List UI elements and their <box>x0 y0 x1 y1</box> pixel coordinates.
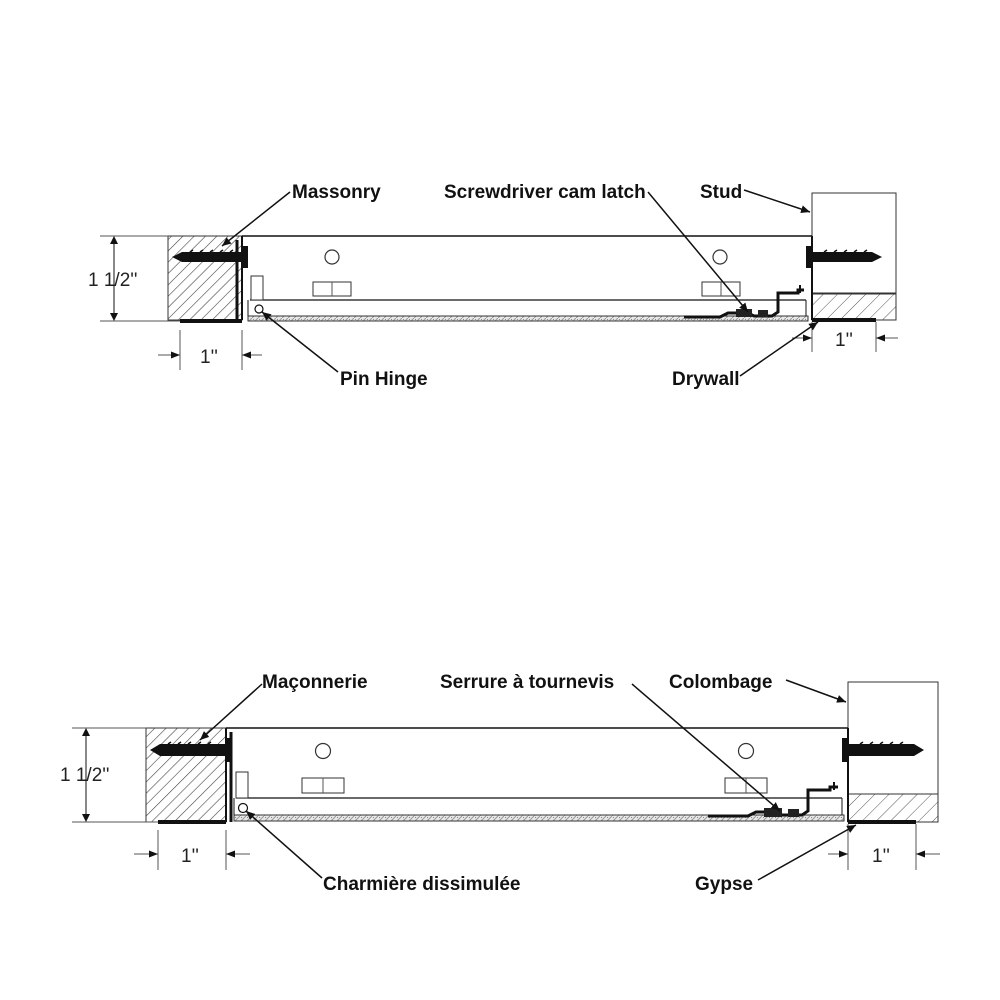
cam-latch-mechanism <box>684 285 804 319</box>
right-width-label: 1'' <box>872 846 890 867</box>
hinge-callout: Charmière dissimulée <box>245 810 520 895</box>
hinge-callout: Pin Hinge <box>261 311 428 390</box>
stud-block <box>811 192 897 294</box>
drywall-block <box>811 293 897 321</box>
right-width-dimension: 1'' <box>792 322 898 352</box>
stud-block <box>847 681 939 795</box>
height-label: 1 1/2'' <box>60 765 110 786</box>
stud-screw <box>842 738 924 762</box>
masonry-block <box>167 235 243 321</box>
stud-callout: Colombage <box>669 672 847 703</box>
hidden-hinge-circle <box>237 802 249 814</box>
stud-label: Stud <box>700 182 742 203</box>
latch-callout: Serrure à tournevis <box>440 672 781 812</box>
height-label: 1 1/2'' <box>88 270 138 291</box>
french-section: 1 1/2'' 1'' 1'' Maçonnerie <box>60 672 940 895</box>
stud-callout: Stud <box>700 182 811 213</box>
latch-callout: Screwdriver cam latch <box>444 182 749 313</box>
right-width-label: 1'' <box>835 330 853 351</box>
drywall-block <box>847 793 939 823</box>
masonry-label: Maçonnerie <box>262 672 368 693</box>
right-width-dimension: 1'' <box>828 824 940 870</box>
left-width-dimension: 1'' <box>134 830 250 870</box>
masonry-callout: Massonry <box>221 182 381 247</box>
stud-label: Colombage <box>669 672 772 693</box>
drywall-label: Gypse <box>695 874 753 895</box>
hinge-label: Charmière dissimulée <box>323 874 520 895</box>
drywall-callout: Gypse <box>695 824 857 895</box>
masonry-screw <box>150 738 232 762</box>
height-dimension: 1 1/2'' <box>88 235 180 322</box>
masonry-callout: Maçonnerie <box>199 672 368 741</box>
height-dimension: 1 1/2'' <box>60 727 158 823</box>
masonry-screw <box>172 246 248 268</box>
left-width-dimension: 1'' <box>158 330 262 370</box>
panel-frame <box>180 235 813 323</box>
latch-label: Serrure à tournevis <box>440 672 614 693</box>
stud-screw <box>806 246 882 268</box>
masonry-block <box>145 727 227 823</box>
cam-latch-mechanism <box>708 782 838 818</box>
left-width-label: 1'' <box>200 347 218 368</box>
drywall-callout: Drywall <box>672 321 819 390</box>
panel-frame <box>158 727 849 824</box>
pin-hinge-circle <box>254 304 264 314</box>
latch-label: Screwdriver cam latch <box>444 182 646 203</box>
left-width-label: 1'' <box>181 846 199 867</box>
masonry-label: Massonry <box>292 182 381 203</box>
drywall-label: Drywall <box>672 369 740 390</box>
english-section: 1 1/2'' 1'' 1'' Massonry <box>88 182 898 390</box>
hinge-label: Pin Hinge <box>340 369 428 390</box>
